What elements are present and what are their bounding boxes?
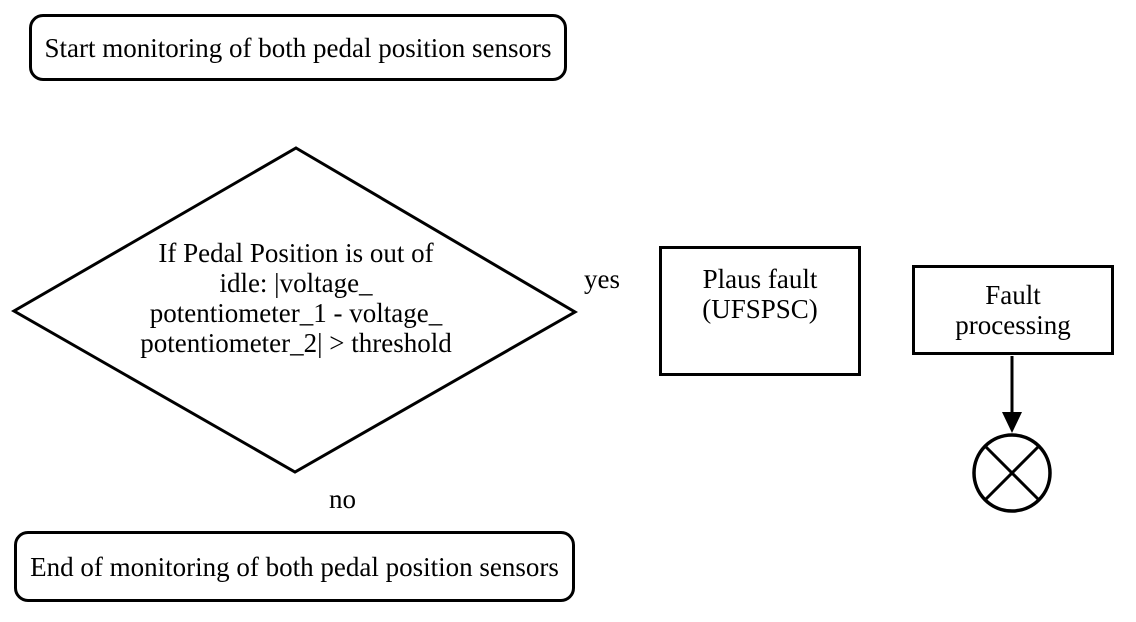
decision-line-3: potentiometer_1 - voltage_ [149, 298, 443, 328]
decision-line-4: potentiometer_2| > threshold [140, 328, 452, 358]
no-branch-label: no [329, 484, 356, 514]
decision-line-2: idle: |voltage_ [219, 268, 373, 298]
fault-processing-node-text: Fault processing [955, 280, 1070, 340]
end-node: End of monitoring of both pedal position… [14, 531, 575, 602]
start-node: Start monitoring of both pedal position … [29, 14, 567, 81]
fault-processing-line-1: Fault [985, 280, 1041, 310]
plaus-fault-line-1: Plaus fault [702, 264, 818, 294]
fault-processing-node: Fault processing [912, 265, 1114, 355]
plaus-fault-line-2: (UFSPSC) [702, 294, 818, 324]
crossed-circle-diagonal-2 [983, 444, 1041, 502]
decision-diamond [10, 146, 578, 474]
decision-node-text: If Pedal Position is out of idle: |volta… [114, 238, 478, 358]
start-node-label: Start monitoring of both pedal position … [44, 32, 552, 63]
plaus-fault-node-text: Plaus fault (UFSPSC) [702, 264, 818, 324]
arrowhead-icon [1002, 412, 1022, 433]
end-node-label: End of monitoring of both pedal position… [30, 551, 559, 582]
decision-line-1: If Pedal Position is out of [158, 238, 434, 268]
fault-processing-line-2: processing [955, 310, 1071, 340]
yes-branch-label: yes [584, 264, 620, 294]
plaus-fault-node: Plaus fault (UFSPSC) [659, 246, 861, 376]
